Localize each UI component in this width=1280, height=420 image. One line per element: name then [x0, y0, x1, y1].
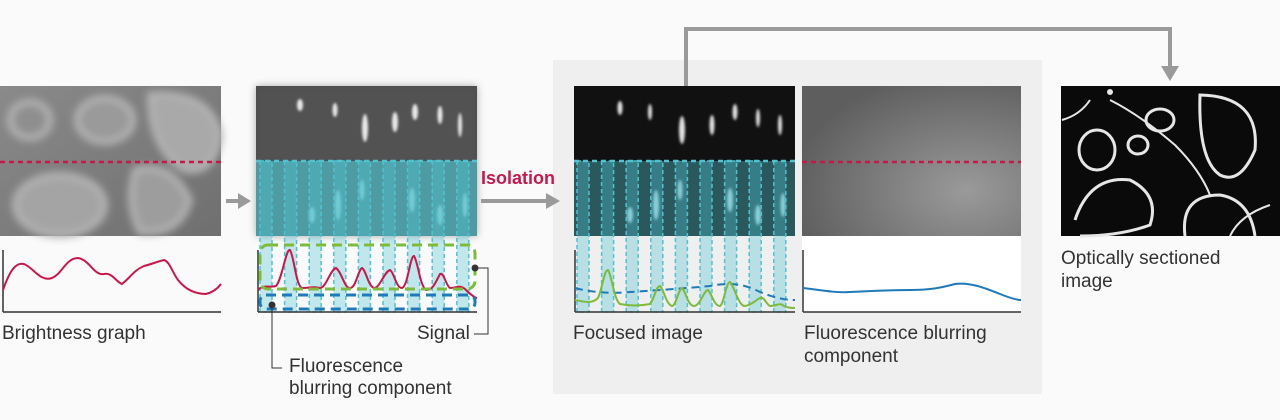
illumination-stripes-right — [576, 160, 787, 313]
blurring-image — [802, 86, 1021, 236]
raw-image — [0, 86, 224, 238]
sectioned-image — [1061, 86, 1280, 238]
fluorescence-blurring-component-label-line2: component — [804, 346, 899, 367]
focused-graph — [574, 250, 796, 313]
arrow-right-icon — [226, 193, 251, 209]
isolation-label: Isolation — [481, 168, 556, 188]
signal-graph — [257, 243, 489, 369]
fluorescence-blurring-component-label-line1: Fluorescence blurring — [804, 323, 987, 344]
arrow-right-icon — [481, 193, 560, 209]
fluorescence-blurring-label-line1: Fluorescence — [289, 356, 404, 377]
brightness-graph-label: Brightness graph — [2, 323, 146, 344]
brightness-graph — [2, 250, 222, 313]
optically-sectioned-label-line2: image — [1061, 271, 1113, 292]
focused-image-label: Focused image — [573, 323, 703, 344]
optically-sectioned-label-line1: Optically sectioned — [1061, 248, 1221, 269]
fluorescence-blurring-label-line2: blurring component — [289, 378, 452, 399]
signal-label: Signal — [417, 323, 470, 344]
blurring-graph — [802, 236, 1022, 313]
arrow-down-icon — [684, 27, 1179, 86]
